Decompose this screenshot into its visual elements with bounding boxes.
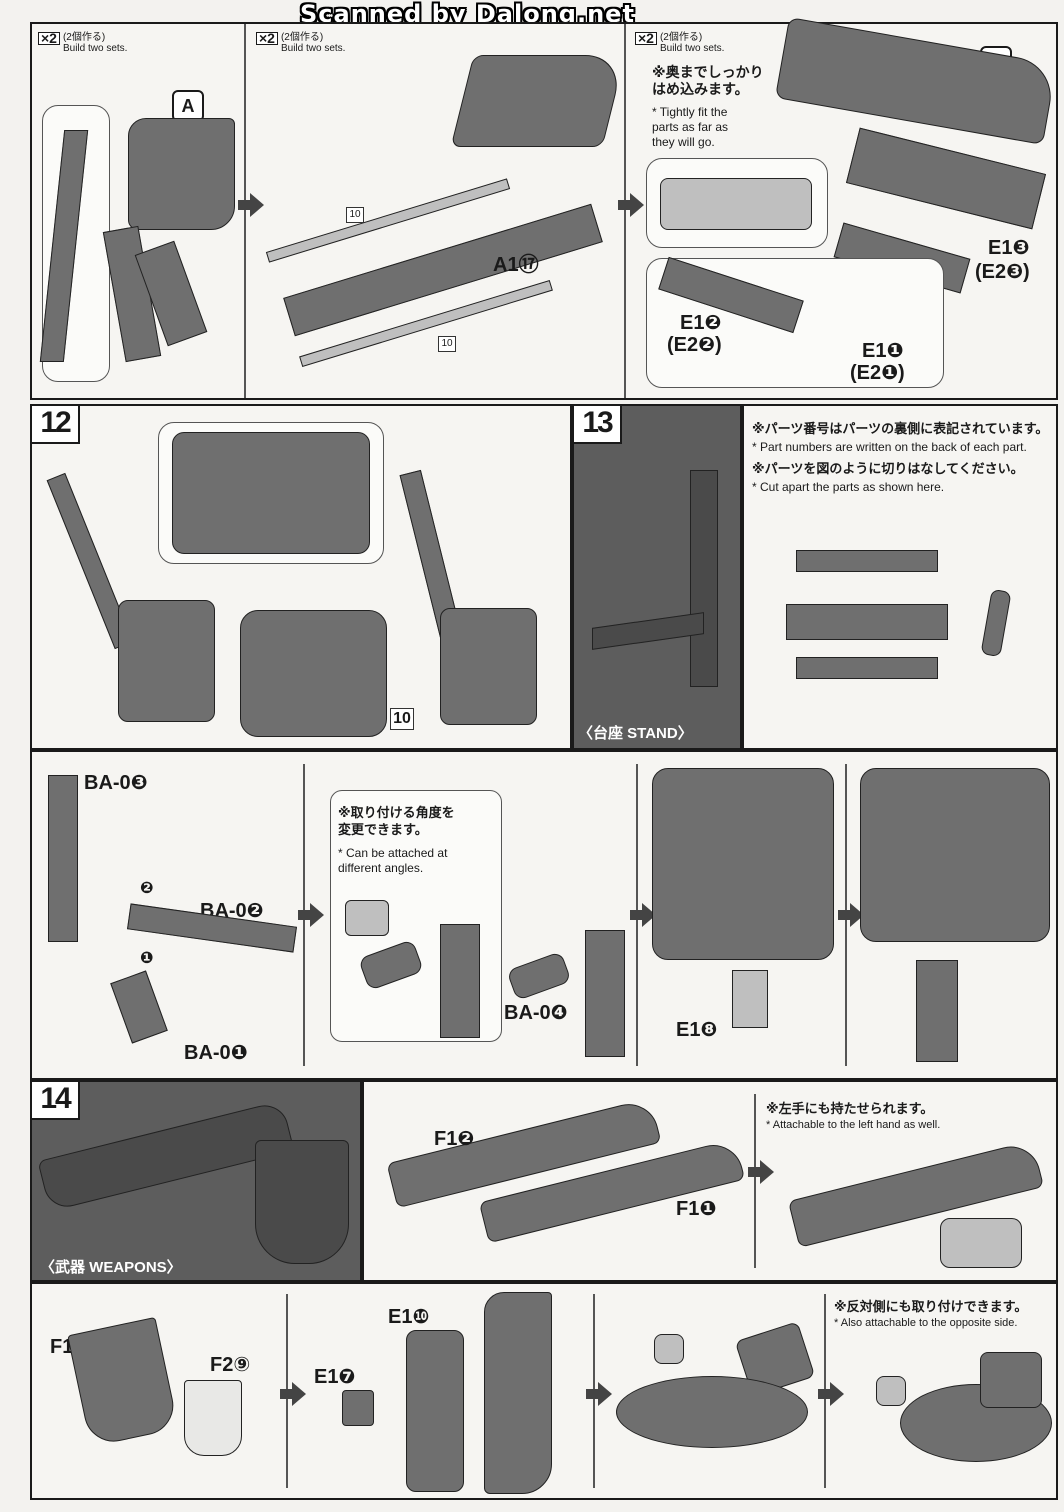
flow-arrow-7 (280, 1382, 306, 1406)
angle-note-en: * Can be attached at different angles. (338, 846, 448, 875)
torso-closeup (172, 432, 370, 554)
stand-arm-ba0-3 (48, 775, 78, 942)
shield-insert-f2-9 (184, 1380, 242, 1456)
flow-arrow-3 (298, 903, 324, 927)
step-marker-2: ❷ (140, 880, 154, 897)
shield-grip-e1-7 (342, 1390, 374, 1426)
opposite-side-note-en: * Also attachable to the opposite side. (834, 1317, 1018, 1329)
left-binder-body (118, 600, 215, 722)
gn-shield (255, 1140, 349, 1264)
fit-note-jp: ※奥までしっかり はめ込みます。 (652, 64, 764, 97)
part-label-e2-2: (E2❷) (667, 334, 722, 356)
flow-arrow-6 (748, 1160, 774, 1184)
stand-adapter-e1-8 (732, 970, 768, 1028)
stand-arm (690, 470, 718, 687)
left-hand-note-en: * Attachable to the left hand as well. (766, 1119, 941, 1131)
part-label-e1-2: E1❷ (680, 312, 722, 334)
left-hand-note-jp: ※左手にも持たせられます。 (766, 1101, 934, 1116)
cut-apart-note-jp: ※パーツを図のように切りはなしてください。 (752, 461, 1024, 476)
part-label-f2-9: F2⑨ (210, 1354, 251, 1376)
gundam-body (240, 610, 387, 737)
part-label-e1-3: E1❸ (988, 237, 1030, 259)
part-label-ba0-1: BA-0❶ (184, 1042, 248, 1064)
flow-arrow-1 (238, 193, 264, 217)
part-label-a1-17: A1⑰ (493, 254, 539, 276)
row1-divider-1 (244, 24, 246, 398)
step13-notes-panel (742, 404, 1058, 750)
part-label-e1-1: E1❶ (862, 340, 904, 362)
step-number-13: 13 (572, 404, 622, 444)
binder-assembly-a (128, 118, 235, 230)
hand-grip-part (940, 1218, 1022, 1268)
stand-part-bottom (796, 657, 938, 679)
build-two-sets-3: ×2(2個作る)Build two sets. (635, 31, 724, 54)
part-label-e2-3: (E2❸) (975, 261, 1030, 283)
stand-mounted-arm (916, 960, 958, 1062)
weapons-section-label: 〈武器 WEAPONS〉 (40, 1259, 182, 1276)
build-two-sets-2: ×2(2個作る)Build two sets. (256, 31, 345, 54)
right-binder-body (440, 608, 537, 725)
hand-part (654, 1334, 684, 1364)
gundam-waist-view-1 (652, 768, 834, 960)
stand-part-top (796, 550, 938, 572)
part-label-e1-7: E1❼ (314, 1366, 356, 1388)
flow-arrow-2 (618, 193, 644, 217)
badge-a: A (172, 90, 204, 122)
part-number-note-jp: ※パーツ番号はパーツの裏側に表記されています。 (752, 421, 1049, 436)
part-number-note-en: * Part numbers are written on the back o… (752, 440, 1027, 454)
angle-note-jp: ※取り付ける角度を 変更できます。 (338, 805, 455, 837)
cut-apart-note-en: * Cut apart the parts as shown here. (752, 480, 945, 494)
stand-section-label: 〈台座 STAND〉 (578, 725, 693, 742)
row1-divider-2 (624, 24, 626, 398)
part-label-e1-10: E1❿ (388, 1306, 430, 1328)
sticker-ref-10-upper: 10 (346, 207, 364, 223)
part-label-f1-2: F1❷ (434, 1128, 475, 1150)
gundam-waist-view-2 (860, 768, 1050, 942)
part-label-e2-1: (E2❶) (850, 362, 905, 384)
stand-part-middle (786, 604, 948, 640)
hand-part-2 (876, 1376, 906, 1406)
gn-sword-part (450, 55, 626, 147)
part-label-ba0-3: BA-0❸ (84, 772, 148, 794)
sword-inner-detail (660, 178, 812, 230)
stand-arm-angle (440, 924, 480, 1038)
flow-arrow-8 (586, 1382, 612, 1406)
shield-assembled-1 (616, 1376, 808, 1448)
shield-mount-arm-2 (980, 1352, 1042, 1408)
shield-arm-e1-10 (406, 1330, 464, 1492)
sticker-ref-10-lower: 10 (438, 336, 456, 352)
part-label-f1-1: F1❶ (676, 1198, 717, 1220)
part-label-e1-8: E1❽ (676, 1019, 718, 1041)
step-number-12: 12 (30, 404, 80, 444)
step-marker-1: ❶ (140, 950, 154, 967)
angle-joint-part (345, 900, 389, 936)
row4-divider (754, 1094, 756, 1268)
build-two-sets-1: ×2(2個作る)Build two sets. (38, 31, 127, 54)
stand-arm-ba0-4-view (585, 930, 625, 1057)
fit-note-en: * Tightly fit the parts as far as they w… (652, 105, 729, 149)
opposite-side-note-jp: ※反対側にも取り付けできます。 (834, 1299, 1028, 1314)
part-label-ba0-4: BA-0❹ (504, 1002, 568, 1024)
flow-arrow-9 (818, 1382, 844, 1406)
sticker-ref-10: 10 (390, 708, 414, 730)
shield-body (484, 1292, 552, 1494)
step-number-14: 14 (30, 1080, 80, 1120)
